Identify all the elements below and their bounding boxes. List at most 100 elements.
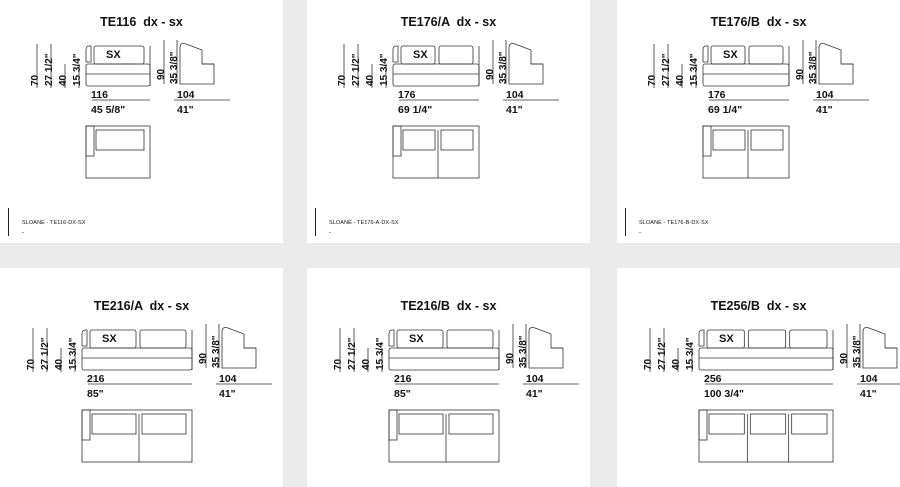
back-cushion [710,45,746,65]
footer-code: SLOANE - TE176-B-DX-SX [639,220,709,226]
back-cushion [789,329,828,349]
back-cushion [438,45,474,65]
plan-armrest [698,409,708,441]
width-cm: 216 [87,373,105,385]
sofa-side-view [179,43,215,85]
sx-label: SX [723,49,738,61]
armrest-shape [81,329,88,347]
footer-rule [315,208,316,236]
height-side-in: 35 3/8" [211,335,222,368]
width-in: 85" [394,388,411,400]
height-side-in: 35 3/8" [169,51,180,84]
sofa-side-view [862,327,898,369]
plan-cushion [448,413,494,435]
plan-cushion [141,413,187,435]
height-side-cm: 90 [505,352,516,364]
plan-cushion [791,413,828,435]
width-cm: 256 [704,373,722,385]
height-side-cm: 90 [156,68,167,80]
back-cushion [400,45,436,65]
plan-cushion [708,413,745,435]
depth-cm: 104 [177,89,195,101]
depth-cm: 104 [506,89,524,101]
plan-armrest [702,125,712,157]
footer-extra: - [22,230,24,236]
armrest-shape [388,329,395,347]
card-title: TE176/B dx - sx [710,15,807,29]
plan-cushion [398,413,444,435]
armrest-shape [702,45,709,63]
depth-in: 41" [219,388,236,400]
sofa-plan-outline [388,409,500,463]
footer-rule [625,208,626,236]
width-in: 85" [87,388,104,400]
sofa-drawings [653,40,869,179]
sofa-side-view [528,327,564,369]
plan-armrest [392,125,402,157]
width-in: 69 1/4" [708,104,743,116]
width-cm: 216 [394,373,412,385]
sofa-plan-outline [392,125,480,179]
card-title: TE176/A dx - sx [400,15,497,29]
footer-extra: - [329,230,331,236]
back-cushion [446,329,494,349]
back-cushion [93,45,145,65]
width-cm: 176 [398,89,416,101]
height-side-in: 35 3/8" [852,335,863,368]
sofa-front-body [81,347,193,371]
sx-label: SX [409,333,424,345]
sofa-front-body [698,347,834,371]
back-cushion [748,45,784,65]
height-side-in: 35 3/8" [498,51,509,84]
width-cm: 116 [91,89,108,101]
plan-cushion [750,129,784,151]
sofa-front-body [85,63,151,87]
sofa-front-body [392,63,480,87]
width-in: 45 5/8" [91,104,126,116]
depth-cm: 104 [526,373,544,385]
depth-in: 41" [860,388,877,400]
sofa-plan-outline [702,125,790,179]
sx-label: SX [106,49,121,61]
height-side-cm: 90 [198,352,209,364]
plan-armrest [81,409,91,441]
height-side-in: 35 3/8" [808,51,819,84]
sofa-drawings [343,40,559,179]
card-title: TE256/B dx - sx [710,299,807,313]
depth-cm: 104 [860,373,878,385]
sx-label: SX [413,49,428,61]
sofa-side-view [221,327,257,369]
width-in: 69 1/4" [398,104,433,116]
width-in: 100 3/4" [704,388,745,400]
sofa-plan-outline [698,409,834,463]
footer-code: SLOANE - TE176-A-DX-SX [329,220,399,226]
sofa-drawings [32,324,272,463]
sofa-drawings [339,324,579,463]
armrest-shape [85,45,92,63]
back-cushion [89,329,137,349]
sofa-plan-outline [81,409,193,463]
sx-label: SX [719,333,734,345]
back-cushion [139,329,187,349]
plan-cushion [95,129,145,151]
depth-in: 41" [506,104,523,116]
card-title: TE216/B dx - sx [400,299,497,313]
footer-code: SLOANE - TE116-DX-SX [22,220,86,226]
card-title: TE216/A dx - sx [93,299,190,313]
armrest-shape [392,45,399,63]
sofa-side-view [508,43,544,85]
height-side-cm: 90 [795,68,806,80]
plan-cushion [402,129,436,151]
depth-in: 41" [526,388,543,400]
height-side-cm: 90 [839,352,850,364]
footer-extra: - [639,230,641,236]
armrest-shape [698,329,705,347]
width-cm: 176 [708,89,726,101]
back-cushion [747,329,787,349]
